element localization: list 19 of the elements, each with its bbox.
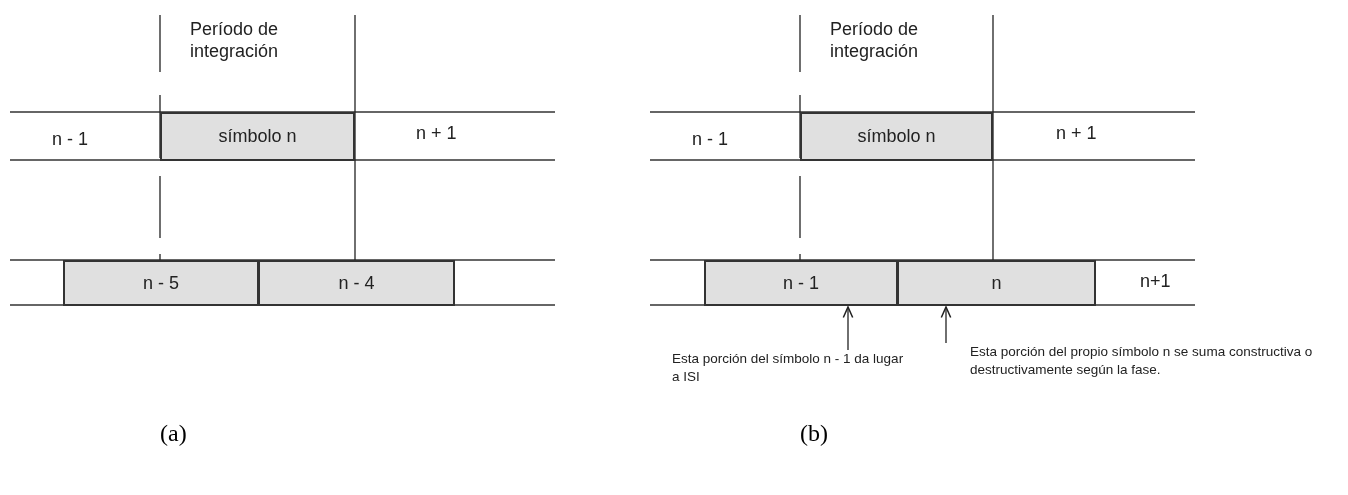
- symbol-box: n: [897, 260, 1096, 306]
- symbol-label: n - 1: [52, 128, 89, 150]
- symbol-box: n - 5: [63, 260, 259, 306]
- symbol-label: n+1: [1140, 270, 1171, 292]
- symbol-label: n + 1: [1056, 122, 1097, 144]
- arrow: [940, 306, 952, 344]
- panel-label: (a): [160, 420, 187, 447]
- symbol-box: símbolo n: [800, 112, 993, 161]
- period-label: Período de integración: [190, 18, 280, 62]
- annotation-text: Esta porción del símbolo n - 1 da lugar a ISI: [672, 350, 912, 386]
- panel-label: (b): [800, 420, 828, 447]
- annotation-text: Esta porción del propio símbolo n se suma constructiva o destructivamente según la fase.: [940, 343, 1348, 379]
- symbol-box: n - 1: [704, 260, 898, 306]
- symbol-label: n - 1: [692, 128, 729, 150]
- symbol-box: n - 4: [258, 260, 455, 306]
- symbol-label: n + 1: [416, 122, 457, 144]
- symbol-box: símbolo n: [160, 112, 355, 161]
- period-label: Período de integración: [830, 18, 920, 62]
- arrow: [842, 306, 854, 351]
